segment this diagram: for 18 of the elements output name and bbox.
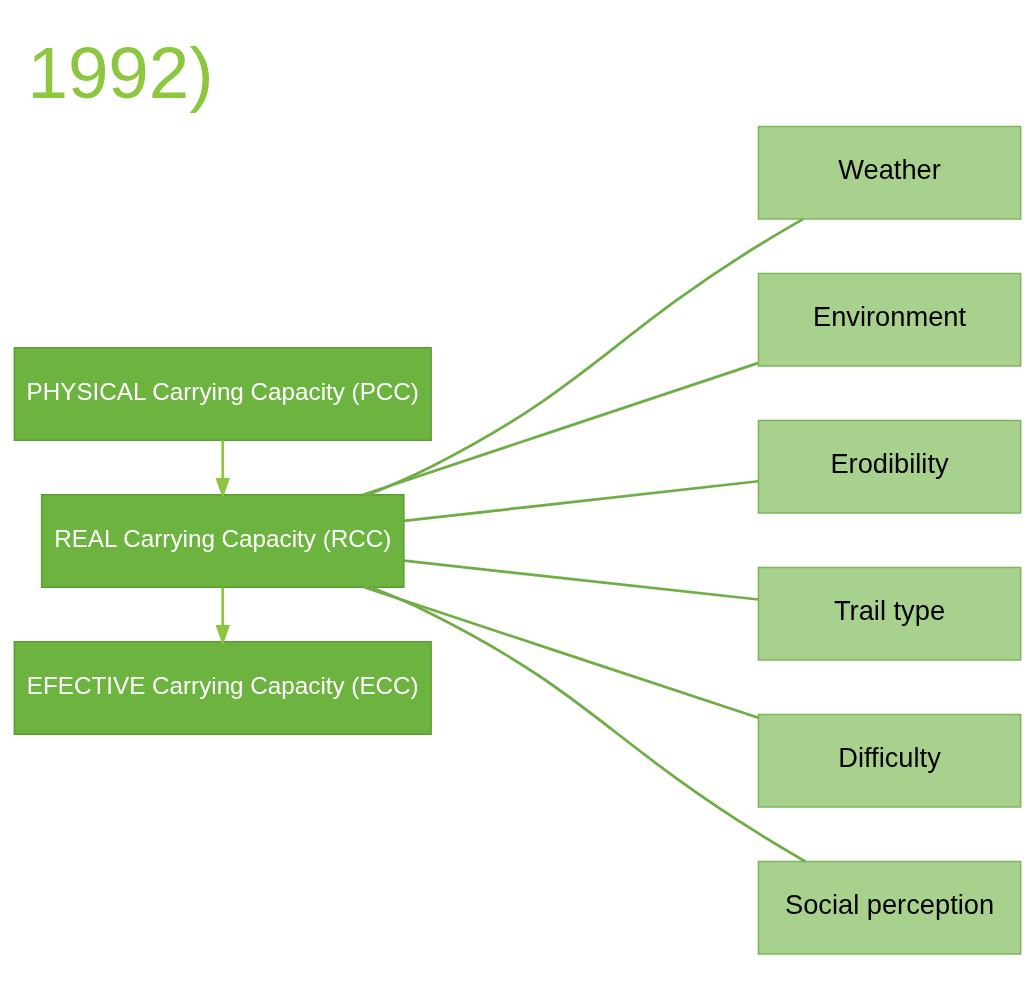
connector: [403, 558, 759, 601]
connector: [370, 585, 806, 863]
arrow: [215, 586, 230, 646]
node-box: Weather: [757, 125, 1022, 220]
connector: [403, 479, 759, 522]
node-box: Difficulty: [757, 713, 1022, 808]
connector: [363, 585, 759, 719]
node-box: EFECTIVE Carrying Capacity (ECC): [13, 640, 432, 735]
diagram-title: 1992): [27, 31, 214, 113]
node-box: Erodibility: [757, 419, 1022, 514]
node-box: Environment: [757, 272, 1022, 367]
node-box: PHYSICAL Carrying Capacity (PCC): [13, 346, 432, 441]
node-box: Trail type: [757, 566, 1022, 661]
connector: [362, 361, 759, 496]
node-box: Social perception: [757, 860, 1022, 955]
node-box: REAL Carrying Capacity (RCC): [40, 493, 405, 588]
arrow: [215, 439, 230, 499]
connector: [367, 217, 804, 496]
